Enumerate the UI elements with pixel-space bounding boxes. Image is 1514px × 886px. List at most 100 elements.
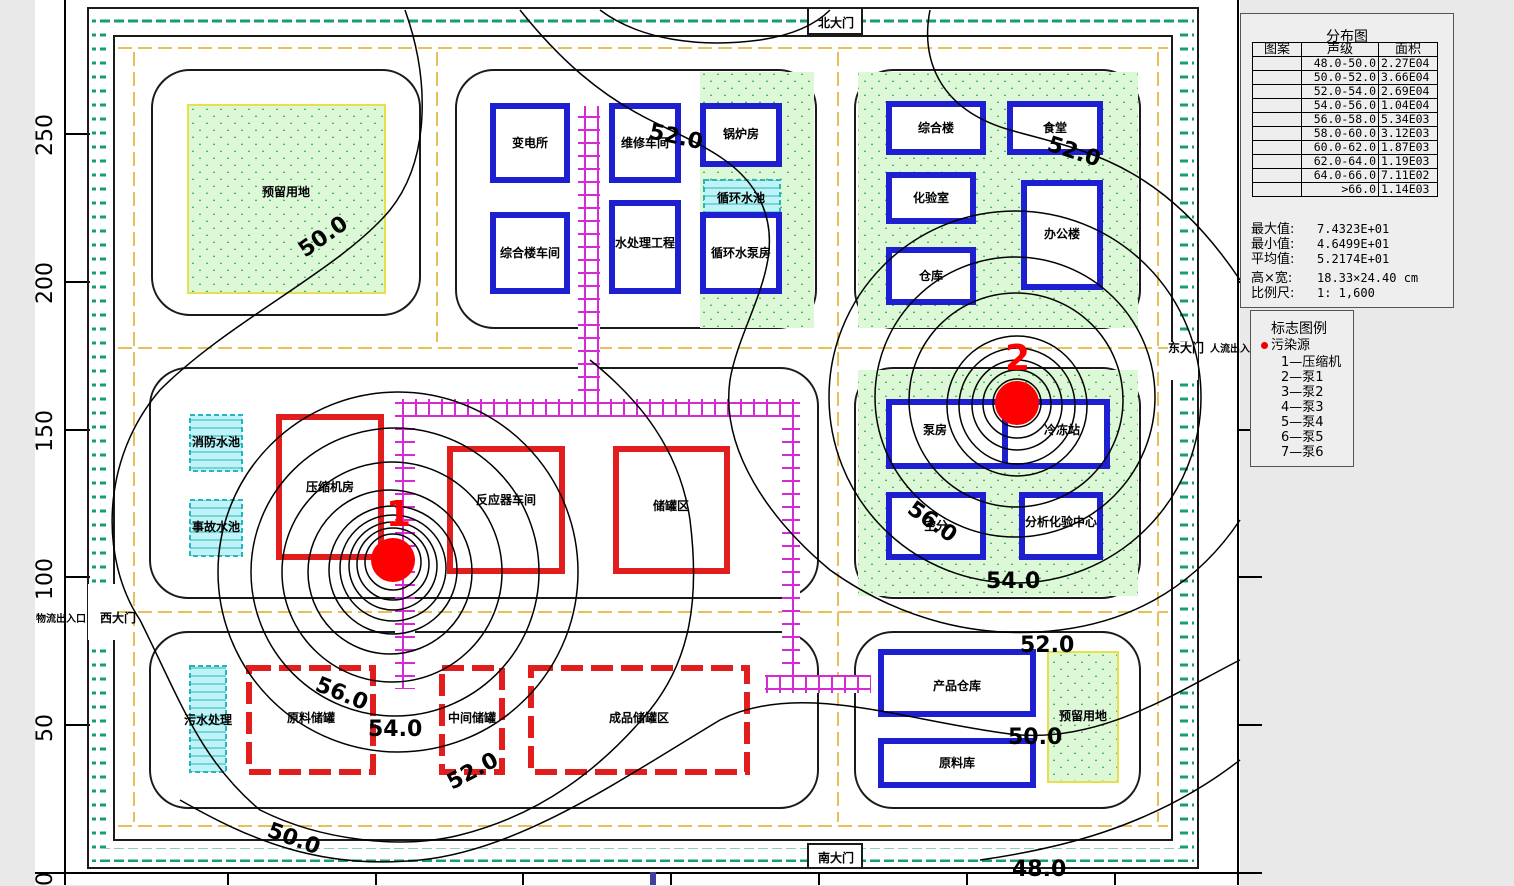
- gate-south-label: 南大门: [818, 850, 854, 865]
- label-pool-w1: 消防水池: [192, 434, 240, 449]
- area-cell: 3.66E04: [1378, 70, 1438, 85]
- legend-item: 1—压缩机: [1281, 355, 1342, 370]
- label-substation: 变电所: [512, 135, 548, 150]
- label-water-sys: 水处理工程: [615, 235, 675, 250]
- col-header-level: 声级: [1301, 42, 1379, 57]
- stat-scale: 比例尺:1: 1,600: [1251, 286, 1375, 301]
- level-cell: >66.0: [1301, 182, 1379, 197]
- pattern-cell: [1252, 56, 1302, 71]
- label-ne-2: 食堂: [1042, 120, 1067, 135]
- level-cell: 56.0-58.0: [1301, 112, 1379, 127]
- label-circ-pool: 循环水池: [717, 190, 765, 205]
- label-ne-3: 化验室: [913, 190, 949, 205]
- area-cell: 2.69E04: [1378, 84, 1438, 99]
- distribution-title: 分布图: [1326, 29, 1368, 45]
- contour-label: 54.0: [986, 569, 1040, 594]
- label-pump-e2: 冷冻站: [1044, 422, 1080, 437]
- label-tank-1: 原料储罐: [287, 710, 335, 725]
- label-pump-e1: 泵房: [923, 422, 947, 437]
- pattern-cell: [1252, 112, 1302, 127]
- y-tick-label: 200: [33, 262, 58, 304]
- y-tick-label: 150: [33, 410, 58, 452]
- gate-west-label: 西大门: [100, 610, 136, 625]
- pattern-cell: [1252, 168, 1302, 183]
- pattern-cell: [1252, 98, 1302, 113]
- legend-item: 3—泵2: [1281, 385, 1324, 400]
- site-blocks: [149, 69, 1141, 809]
- stat-max: 最大值:7.4323E+01: [1251, 222, 1390, 237]
- label-circ-pump: 循环水泵房: [711, 245, 771, 260]
- legend-item: 6—泵5: [1281, 430, 1324, 445]
- source-dot-icon: [1261, 342, 1268, 349]
- area-cell: 7.11E02: [1378, 168, 1438, 183]
- y-tick-label: 250: [33, 114, 58, 156]
- pattern-cell: [1252, 70, 1302, 85]
- label-ctrl-2: 分析化验中心: [1025, 514, 1097, 529]
- contour-label: 48.0: [1012, 857, 1066, 882]
- source-marker: [995, 381, 1039, 425]
- legend-item: 7—泵6: [1281, 445, 1324, 460]
- source-marker: [371, 538, 415, 582]
- col-header-pattern: 图案: [1252, 42, 1302, 57]
- area-cell: 1.19E03: [1378, 154, 1438, 169]
- pattern-cell: [1252, 126, 1302, 141]
- site-boundary: [87, 7, 1199, 869]
- label-pool-sw: 污水处理: [184, 712, 232, 727]
- label-tank-3: 成品储罐区: [609, 710, 669, 725]
- label-office-a: 综合楼车间: [500, 245, 560, 260]
- contour-label: 54.0: [368, 717, 422, 742]
- col-header-area: 面积: [1378, 42, 1438, 57]
- label-pool-w2: 事故水池: [192, 519, 240, 534]
- red-tank-areas: [246, 665, 750, 775]
- pattern-cell: [1252, 84, 1302, 99]
- label-ne-1: 综合楼: [918, 120, 954, 135]
- label-workshop-a: 维修车间: [621, 135, 669, 150]
- label-material: 原料库: [939, 755, 975, 770]
- pipe-rack: [395, 106, 871, 693]
- west-entry-label: 物流出入口: [36, 612, 86, 625]
- y-axis: [35, 0, 1262, 885]
- gate-east-label: 东大门: [1168, 340, 1204, 355]
- label-ne-5: 仓库: [918, 268, 943, 283]
- stat-min: 最小值:4.6499E+01: [1251, 237, 1390, 252]
- area-cell: 5.34E03: [1378, 112, 1438, 127]
- label-reactor: 反应器车间: [476, 492, 536, 507]
- level-cell: 62.0-64.0: [1301, 154, 1379, 169]
- legend-source: 污染源: [1261, 334, 1310, 353]
- label-green-nw: 预留用地: [262, 184, 310, 199]
- area-cell: 1.04E04: [1378, 98, 1438, 113]
- label-boiler: 锅炉房: [723, 126, 759, 141]
- contour-label: 50.0: [1008, 725, 1062, 750]
- area-cell: 2.27E04: [1378, 56, 1438, 71]
- building-labels: 预留用地 变电所 维修车间 锅炉房 循环水池 综合楼车间 水处理工程 循环水泵房…: [184, 120, 1107, 770]
- y-tick-label: 100: [33, 558, 58, 600]
- legend-item: 2—泵1: [1281, 370, 1324, 385]
- contour-label: 52.0: [1020, 633, 1074, 658]
- gate-north-label: 北大门: [818, 15, 854, 30]
- level-cell: 64.0-66.0: [1301, 168, 1379, 183]
- noise-contours: [111, 9, 1241, 863]
- label-product: 产品仓库: [933, 678, 981, 693]
- stat-size: 高×宽:18.33×24.40 cm: [1251, 271, 1419, 286]
- level-cell: 52.0-54.0: [1301, 84, 1379, 99]
- pattern-cell: [1252, 154, 1302, 169]
- pattern-cell: [1252, 140, 1302, 155]
- y-tick-label: 50: [33, 714, 58, 742]
- pattern-cell: [1252, 182, 1302, 197]
- source-id: 1: [386, 494, 411, 535]
- stat-avg: 平均值:5.2174E+01: [1251, 252, 1390, 267]
- legend-title: 标志图例: [1271, 321, 1327, 337]
- area-cell: 1.87E03: [1378, 140, 1438, 155]
